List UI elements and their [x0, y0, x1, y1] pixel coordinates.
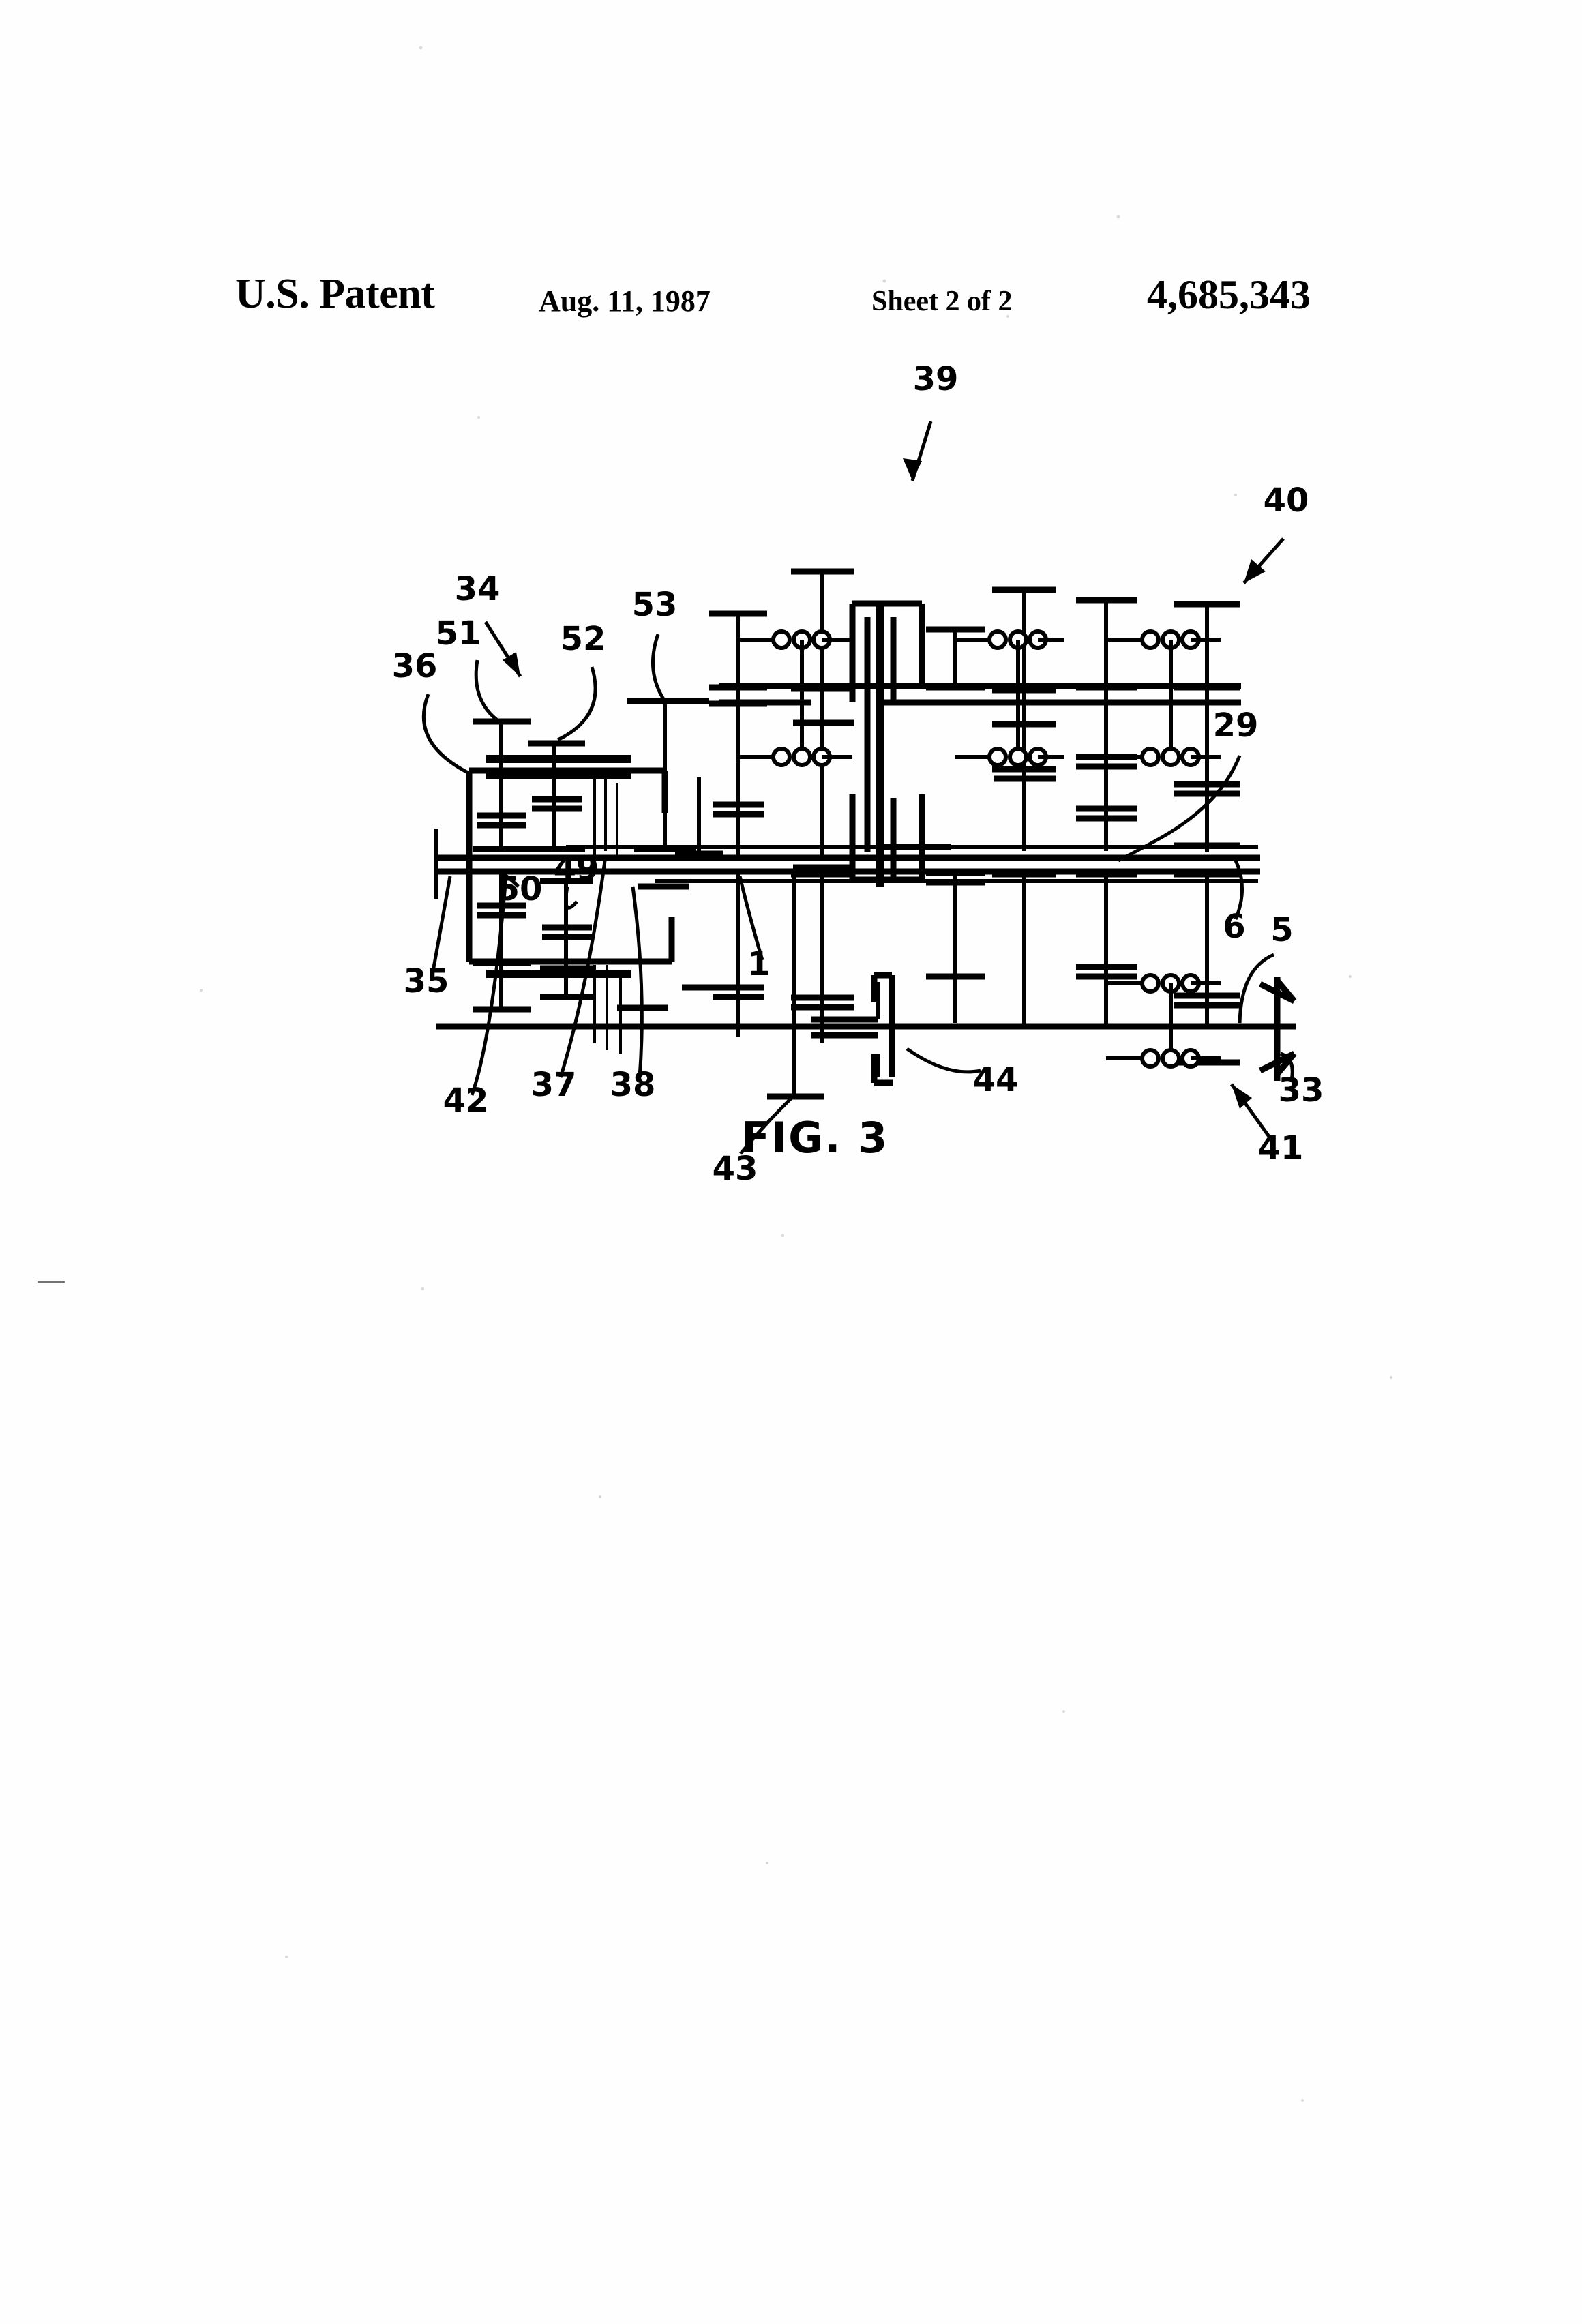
ref-49: 49	[554, 850, 599, 888]
leader-lines	[421, 421, 1294, 1155]
patent-date: Aug. 11, 1987	[539, 284, 711, 318]
ref-42: 42	[443, 1082, 489, 1120]
ref-44: 44	[973, 1061, 1019, 1099]
ref-43: 43	[713, 1150, 758, 1188]
left-gear-cluster	[466, 698, 723, 1054]
ref-37: 37	[531, 1066, 577, 1104]
right-gear-group	[1076, 597, 1240, 1066]
ref-41: 41	[1258, 1129, 1304, 1167]
ref-38: 38	[610, 1066, 656, 1104]
output-differential	[1258, 977, 1297, 1081]
ref-35: 35	[404, 962, 449, 1000]
sheet-indicator: Sheet 2 of 2	[871, 286, 1013, 317]
patent-office-label: U.S. Patent	[235, 271, 435, 317]
ref-29: 29	[1213, 706, 1259, 745]
ref-6: 6	[1223, 908, 1245, 946]
ref-36: 36	[392, 647, 438, 685]
patent-number: 4,685,343	[1147, 272, 1311, 317]
ref-53: 53	[632, 586, 678, 624]
ref-34: 34	[455, 570, 501, 608]
bottom-shaft-elements	[617, 873, 895, 1100]
ref-40: 40	[1264, 481, 1309, 520]
ref-51: 51	[436, 614, 481, 653]
ref-5: 5	[1270, 911, 1293, 949]
ref-52: 52	[561, 620, 606, 658]
scan-speckles	[38, 46, 1392, 2102]
ref-39: 39	[913, 360, 959, 398]
synchronizer-linkages-lower	[1106, 973, 1221, 1069]
ref-50: 50	[497, 870, 543, 908]
ref-1: 1	[747, 945, 770, 983]
patent-header: U.S. Patent Aug. 11, 1987 Sheet 2 of 2 4…	[0, 136, 1582, 318]
ref-33: 33	[1279, 1071, 1324, 1109]
reference-numerals: 39 40 34 53 51 52 36 29 50 49 6 5 35 1 4…	[392, 360, 1324, 1188]
figure-caption: FIG. 3	[741, 1113, 889, 1163]
synchronizer-linkages-upper	[738, 629, 1221, 767]
